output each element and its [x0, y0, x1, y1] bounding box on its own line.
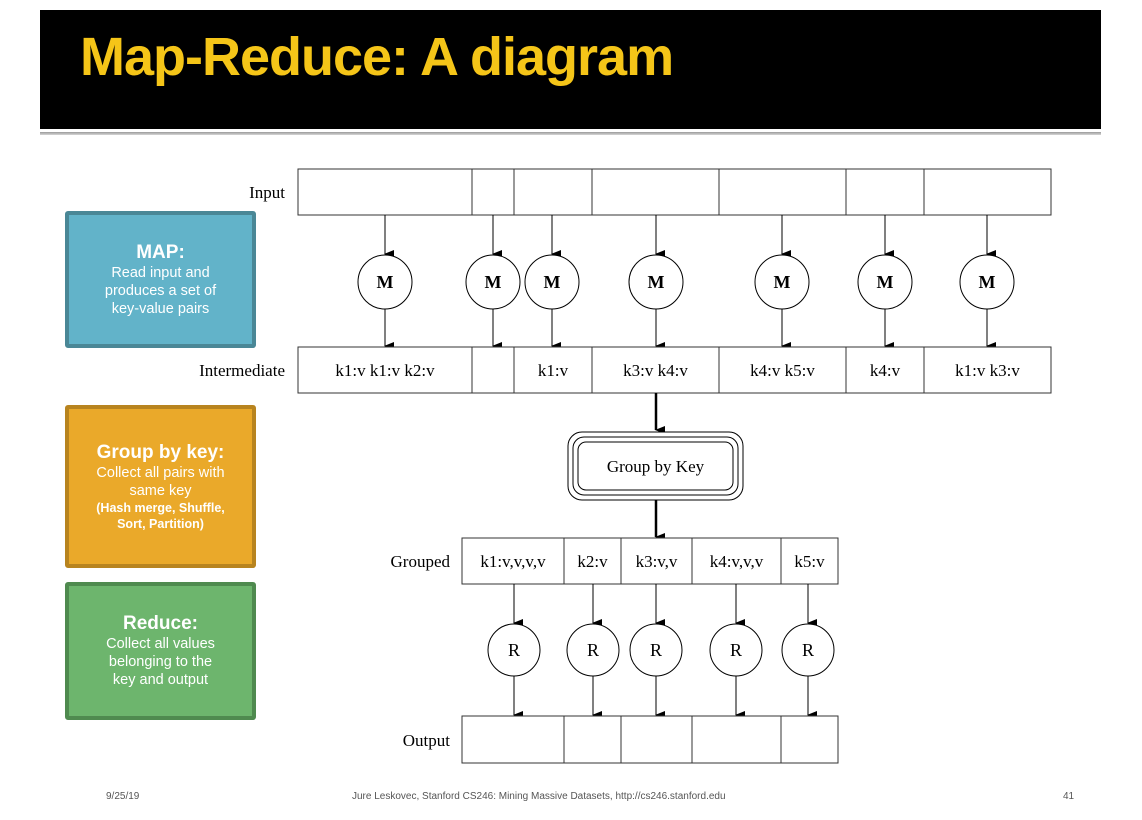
grouped-cell-text: k3:v,v	[636, 552, 678, 571]
footer-credit: Jure Leskovec, Stanford CS246: Mining Ma…	[352, 791, 726, 802]
grouped-cell-text: k1:v,v,v,v	[480, 552, 546, 571]
reduce-node-label: R	[508, 640, 520, 660]
input-cell	[923, 168, 1052, 216]
grouped-cell: k2:v	[563, 537, 622, 585]
output-cell	[691, 715, 782, 764]
input-cell	[718, 168, 847, 216]
map-node-label: M	[377, 272, 394, 292]
group-by-key-label: Group by Key	[607, 457, 705, 476]
map-node: M	[754, 254, 810, 310]
grouped-cell: k1:v,v,v,v	[461, 537, 565, 585]
output-cell	[563, 715, 622, 764]
intermediate-cell-text: k1:v	[538, 361, 569, 380]
map-node: M	[465, 254, 521, 310]
map-node: M	[959, 254, 1015, 310]
row-label-grouped: Grouped	[391, 552, 451, 571]
title-bar: Map-Reduce: A diagram	[40, 10, 1101, 129]
intermediate-cell: k1:v k3:v	[923, 346, 1052, 394]
reduce-text-line: belonging to the	[108, 654, 213, 670]
map-node: M	[524, 254, 580, 310]
output-row	[461, 715, 839, 764]
map-node-label: M	[544, 272, 561, 292]
reduce-node: R	[781, 623, 835, 677]
grouped-cell: k3:v,v	[620, 537, 693, 585]
row-label-output: Output	[403, 731, 451, 750]
output-cell	[620, 715, 693, 764]
title-divider	[40, 132, 1101, 135]
output-cell	[461, 715, 565, 764]
input-cell	[845, 168, 925, 216]
grouped-cell-text: k2:v	[577, 552, 608, 571]
map-text-line: produces a set of	[104, 282, 217, 299]
map-node-label: M	[485, 272, 502, 292]
reduce-node-label: R	[650, 640, 662, 660]
intermediate-cell	[471, 346, 515, 394]
grouped-to-reduce-arrows	[513, 584, 817, 627]
map-node: M	[357, 254, 413, 310]
reduce-text-line: Collect all values	[106, 636, 215, 652]
reduce-node: R	[629, 623, 683, 677]
reduce-text-line: key and output	[112, 672, 209, 688]
reduce-node-label: R	[730, 640, 742, 660]
group-by-key-node: Group by Key	[567, 431, 744, 501]
intermediate-cell: k1:v	[513, 346, 593, 394]
grouped-cell: k4:v,v,v	[691, 537, 782, 585]
input-cell	[591, 168, 720, 216]
intermediate-cell-text: k1:v k3:v	[955, 361, 1020, 380]
map-explanation-box: MAP: Read input and produces a set of ke…	[65, 211, 256, 348]
map-heading: MAP:	[136, 241, 185, 263]
reduce-node: R	[487, 623, 541, 677]
intermediate-cell-text: k4:v k5:v	[750, 361, 815, 380]
intermediate-cell: k4:v k5:v	[718, 346, 847, 394]
reduce-node-label: R	[587, 640, 599, 660]
intermediate-cell: k3:v k4:v	[591, 346, 720, 394]
map-node-label: M	[979, 272, 996, 292]
intermediate-cell: k4:v	[845, 346, 925, 394]
reduce-to-output-arrows	[513, 676, 817, 719]
intermediate-cell: k1:v k1:v k2:v	[297, 346, 473, 394]
group-text-line: Collect all pairs with	[96, 464, 225, 481]
intermediate-row: k1:v k1:v k2:v k1:v k3:v k4:v k4:v k5:v k4:v…	[297, 346, 1052, 394]
map-node: M	[857, 254, 913, 310]
slide-title: Map-Reduce: A diagram	[80, 27, 674, 87]
group-note-line: Sort, Partition)	[117, 516, 204, 531]
output-cell	[780, 715, 839, 764]
map-text-line: Read input and	[111, 264, 210, 281]
input-to-map-arrows	[384, 215, 996, 258]
row-label-input: Input	[249, 183, 285, 202]
map-to-intermediate-arrows	[384, 309, 996, 350]
group-by-key-explanation-box: Group by key: Collect all pairs with sam…	[65, 405, 256, 568]
reduce-explanation-box: Reduce: Collect all values belonging to …	[65, 582, 256, 720]
map-node-label: M	[774, 272, 791, 292]
reduce-node: R	[566, 623, 620, 677]
reduce-node: R	[709, 623, 763, 677]
input-cell	[297, 168, 473, 216]
map-node-label: M	[648, 272, 665, 292]
grouped-cell: k5:v	[780, 537, 839, 585]
intermediate-cell-text: k3:v k4:v	[623, 361, 688, 380]
footer-date: 9/25/19	[106, 791, 140, 802]
input-cell	[513, 168, 593, 216]
reduce-node-label: R	[802, 640, 814, 660]
group-heading: Group by key:	[96, 441, 225, 463]
grouped-cell-text: k4:v,v,v	[710, 552, 764, 571]
group-note-line: (Hash merge, Shuffle,	[96, 500, 225, 515]
intermediate-cell-text: k4:v	[870, 361, 901, 380]
group-text-line: same key	[129, 482, 192, 499]
input-cell	[471, 168, 515, 216]
map-text-line: key-value pairs	[111, 300, 210, 317]
reduce-heading: Reduce:	[123, 613, 198, 634]
row-label-intermediate: Intermediate	[199, 361, 285, 380]
map-node-label: M	[877, 272, 894, 292]
intermediate-cell-text: k1:v k1:v k2:v	[335, 361, 435, 380]
footer-page-number: 41	[1063, 791, 1075, 802]
grouped-cell-text: k5:v	[794, 552, 825, 571]
map-node: M	[628, 254, 684, 310]
input-row	[297, 168, 1052, 216]
grouped-row: k1:v,v,v,v k2:v k3:v,v k4:v,v,v k5:v	[461, 537, 839, 585]
